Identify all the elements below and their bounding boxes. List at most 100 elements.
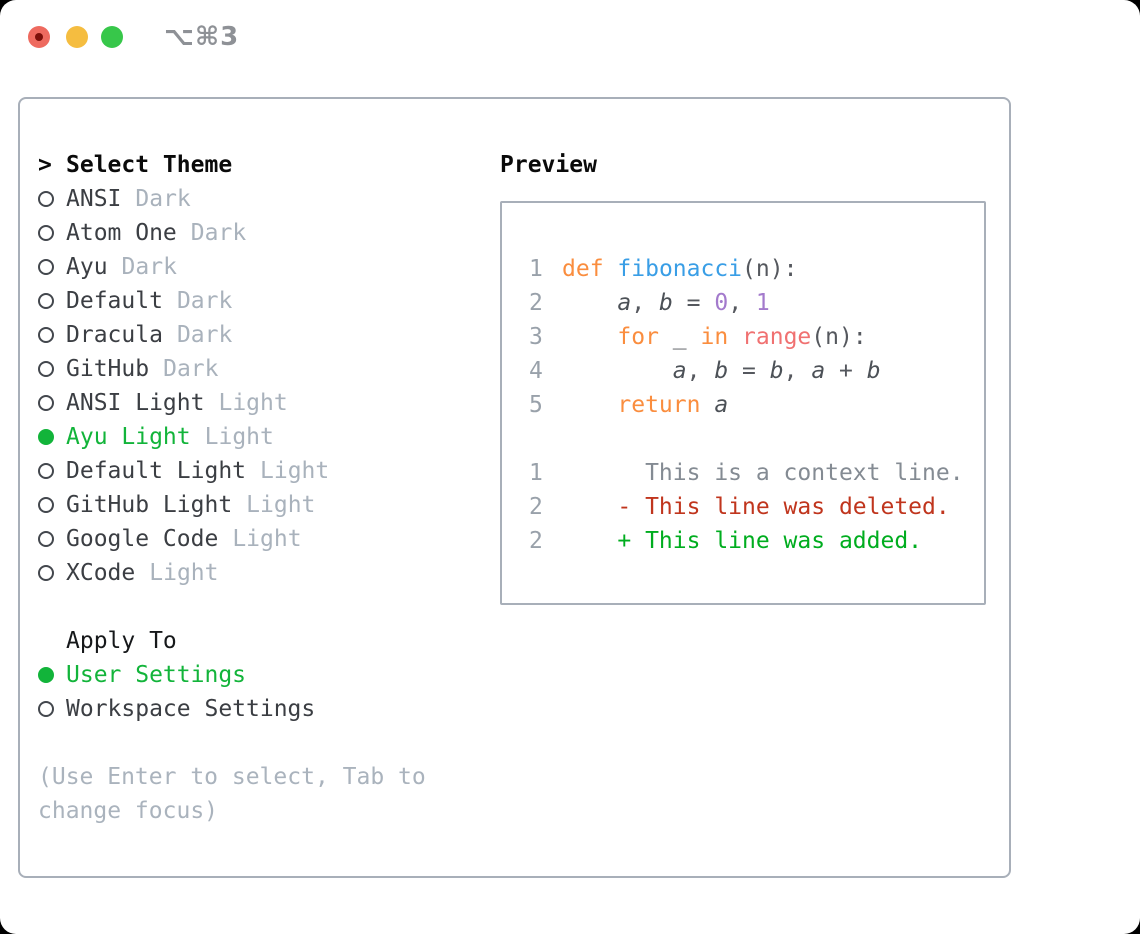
theme-option[interactable]: Google Code Light: [38, 522, 329, 556]
code-line-content: a, b = b, a + b: [672, 358, 881, 384]
code-line: 4 a, b = b, a + b: [529, 354, 964, 388]
section-title: Select Theme: [66, 152, 233, 178]
theme-variant: Dark: [163, 356, 219, 382]
apply-to-title: Apply To: [66, 628, 177, 654]
apply-to-option[interactable]: User Settings: [38, 658, 329, 692]
theme-name: Google Code: [66, 526, 219, 552]
radio-icon: [38, 667, 66, 683]
theme-option[interactable]: GitHub Light Light: [38, 488, 329, 522]
theme-name: Ayu Light: [66, 424, 191, 450]
theme-option[interactable]: Ayu Light Light: [38, 420, 329, 454]
theme-option[interactable]: Atom One Dark: [38, 216, 329, 250]
line-number: 4: [529, 358, 543, 384]
theme-option[interactable]: Ayu Dark: [38, 250, 329, 284]
radio-icon: [38, 361, 66, 377]
theme-option[interactable]: Default Light Light: [38, 454, 329, 488]
radio-icon: [38, 497, 66, 513]
theme-options: ANSI Dark Atom One Dark Ayu Dark Default…: [38, 182, 329, 590]
theme-variant: Light: [218, 390, 288, 416]
code-preview: 1 def fibonacci(n): 2 a, b = 0, 1 3 for …: [529, 252, 964, 558]
radio-icon: [38, 225, 66, 241]
theme-list: > Select Theme ANSI Dark Atom One Dark A…: [38, 148, 329, 590]
theme-variant: Light: [149, 560, 219, 586]
code-line-content: + This line was added.: [617, 528, 923, 554]
theme-variant: Dark: [190, 220, 247, 246]
radio-icon: [38, 701, 66, 717]
code-line: [529, 422, 964, 456]
code-line: 5 return a: [529, 388, 964, 422]
apply-to-header-row: Apply To: [38, 624, 329, 658]
radio-icon: [38, 531, 66, 547]
theme-option[interactable]: ANSI Dark: [38, 182, 329, 216]
theme-option[interactable]: ANSI Light Light: [38, 386, 329, 420]
line-number: 1: [529, 460, 543, 486]
keyboard-hint: (Use Enter to select, Tab to change focu…: [38, 760, 426, 828]
apply-to-options: User Settings Workspace Settings: [38, 658, 329, 726]
apply-to-option[interactable]: Workspace Settings: [38, 692, 329, 726]
theme-name: Default: [66, 288, 163, 314]
theme-variant: Dark: [176, 288, 233, 314]
line-number: 5: [529, 392, 543, 418]
theme-name: GitHub: [66, 356, 150, 382]
radio-icon: [38, 463, 66, 479]
theme-variant: Dark: [135, 186, 191, 212]
theme-variant: Light: [232, 526, 302, 552]
zoom-button[interactable]: [101, 26, 123, 48]
theme-option[interactable]: XCode Light: [38, 556, 329, 590]
code-line: 2 + This line was added.: [529, 524, 964, 558]
theme-name: Atom One: [66, 220, 177, 246]
preview-title: Preview: [500, 152, 597, 178]
line-number: 2: [529, 494, 543, 520]
line-number: 2: [529, 290, 543, 316]
theme-name: XCode: [66, 560, 136, 586]
code-line: 3 for _ in range(n):: [529, 320, 964, 354]
line-number: 2: [529, 528, 543, 554]
theme-variant: Light: [246, 492, 316, 518]
hint-line-1: (Use Enter to select, Tab to: [38, 764, 426, 790]
close-button[interactable]: [28, 26, 50, 48]
code-line: 1 This is a context line.: [529, 456, 964, 490]
theme-list-header: > Select Theme: [38, 148, 329, 182]
code-line-content: for _ in range(n):: [617, 324, 867, 350]
theme-option[interactable]: Dracula Dark: [38, 318, 329, 352]
apply-to-option-label: User Settings: [66, 662, 247, 688]
code-line: 1 def fibonacci(n):: [529, 252, 964, 286]
theme-name: Default Light: [66, 458, 247, 484]
theme-option[interactable]: GitHub Dark: [38, 352, 329, 386]
code-line-content: This is a context line.: [562, 460, 964, 486]
radio-icon: [38, 191, 66, 207]
window-title: ⌥⌘3: [164, 22, 240, 52]
apply-to-option-label: Workspace Settings: [66, 696, 316, 722]
radio-icon: [38, 259, 66, 275]
theme-variant: Dark: [176, 322, 233, 348]
minimize-button[interactable]: [66, 26, 88, 48]
line-number: 1: [529, 256, 543, 282]
radio-icon: [38, 565, 66, 581]
theme-option[interactable]: Default Dark: [38, 284, 329, 318]
theme-name: Dracula: [66, 322, 163, 348]
theme-variant: Light: [204, 424, 274, 450]
code-line-content: - This line was deleted.: [617, 494, 950, 520]
line-number: 3: [529, 324, 543, 350]
theme-name: GitHub Light: [66, 492, 233, 518]
prompt-icon: >: [38, 152, 52, 178]
code-line-content: def fibonacci(n):: [562, 256, 798, 282]
theme-name: ANSI: [66, 186, 122, 212]
radio-icon: [38, 293, 66, 309]
code-line-content: return a: [617, 392, 729, 418]
code-line: 2 - This line was deleted.: [529, 490, 964, 524]
radio-icon: [38, 327, 66, 343]
preview-pane: 1 def fibonacci(n): 2 a, b = 0, 1 3 for …: [500, 201, 986, 605]
theme-variant: Light: [260, 458, 330, 484]
apply-to-section: Apply To User Settings Workspace Setting…: [38, 624, 329, 726]
radio-icon: [38, 395, 66, 411]
theme-name: ANSI Light: [66, 390, 205, 416]
unsaved-dot-icon: [35, 33, 43, 41]
code-line: 2 a, b = 0, 1: [529, 286, 964, 320]
hint-line-2: change focus): [38, 798, 219, 824]
code-line-content: a, b = 0, 1: [617, 290, 770, 316]
radio-icon: [38, 429, 66, 445]
theme-name: Ayu: [66, 254, 108, 280]
titlebar: ⌥⌘3: [0, 0, 1140, 74]
